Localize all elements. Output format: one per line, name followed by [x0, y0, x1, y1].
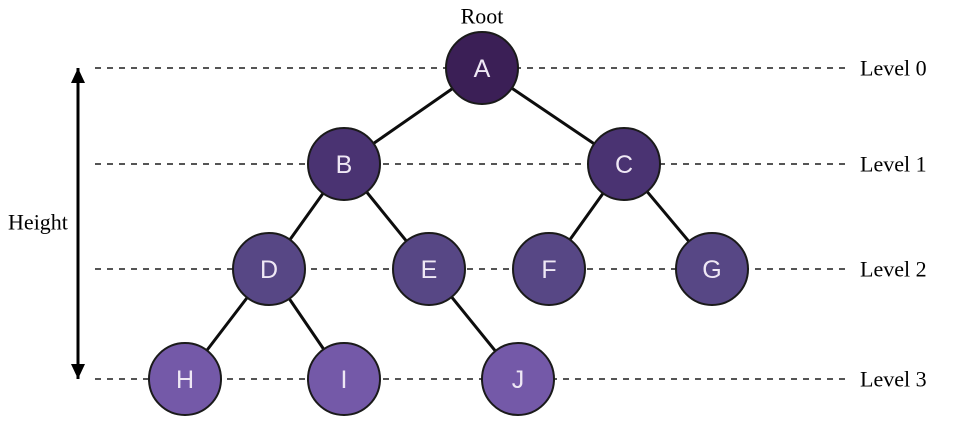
node-circle-i — [307, 342, 381, 416]
node-circle-c — [587, 127, 661, 201]
tree-node-b[interactable]: B — [307, 127, 381, 201]
tree-edge-B-E — [363, 188, 410, 245]
node-circle-h — [148, 342, 222, 416]
tree-node-f[interactable]: F — [512, 232, 586, 306]
height-caption: Height — [8, 210, 68, 235]
tree-node-d[interactable]: D — [232, 232, 306, 306]
node-circle-d — [232, 232, 306, 306]
tree-edges — [203, 84, 693, 355]
level-label-3: Level 3 — [860, 367, 927, 392]
tree-node-i[interactable]: I — [307, 342, 381, 416]
tree-node-c[interactable]: C — [587, 127, 661, 201]
height-arrow-up-icon — [71, 68, 85, 83]
tree-node-j[interactable]: J — [481, 342, 555, 416]
tree-node-g[interactable]: G — [675, 232, 749, 306]
node-circle-e — [392, 232, 466, 306]
root-caption: Root — [461, 4, 504, 29]
node-circle-g — [675, 232, 749, 306]
tree-edge-E-J — [448, 293, 499, 355]
tree-edge-B-D — [286, 189, 327, 244]
tree-node-e[interactable]: E — [392, 232, 466, 306]
tree-edge-A-B — [369, 85, 457, 147]
node-circle-f — [512, 232, 586, 306]
tree-edge-D-I — [286, 294, 327, 354]
tree-edge-C-F — [566, 189, 607, 244]
level-label-2: Level 2 — [860, 257, 927, 282]
tree-edge-A-C — [507, 84, 599, 148]
node-circle-b — [307, 127, 381, 201]
node-circle-j — [481, 342, 555, 416]
height-axis — [71, 68, 85, 379]
node-circle-a — [445, 31, 519, 105]
tree-edge-C-G — [643, 187, 693, 246]
level-guide-lines — [95, 67, 845, 380]
tree-node-h[interactable]: H — [148, 342, 222, 416]
height-arrow-down-icon — [71, 364, 85, 379]
level-label-0: Level 0 — [860, 56, 927, 81]
tree-edge-D-H — [203, 293, 251, 355]
level-label-1: Level 1 — [860, 152, 927, 177]
tree-node-a[interactable]: A — [445, 31, 519, 105]
